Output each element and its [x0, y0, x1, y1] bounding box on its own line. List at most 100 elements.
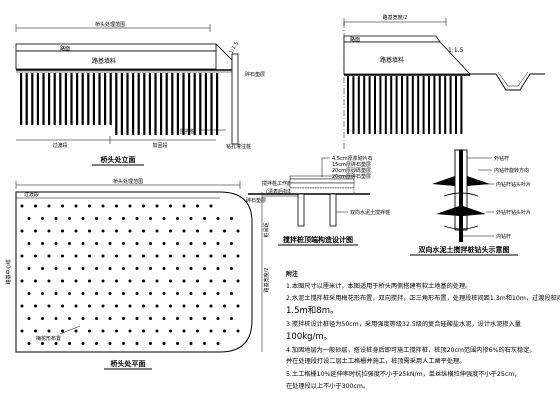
plan-pile-dot — [101, 204, 105, 208]
plan-pile-dot — [74, 229, 78, 233]
plan-pile-dot — [182, 229, 186, 233]
elevation-title: 桥头处立面 — [101, 155, 136, 164]
cross-section-pile — [390, 76, 393, 134]
drill-label: 钻孔灌注桩 — [226, 143, 251, 150]
plan-pile-dot — [189, 342, 193, 345]
plan-pile-dot — [169, 279, 172, 283]
note-line: 并在处理段打设二层土工格栅并施工，桩顶需采用人工凿平处理。 — [286, 357, 465, 365]
plan-pile-dot — [47, 304, 51, 308]
plan-pile-dot — [101, 304, 105, 308]
plan-pile-dot — [95, 342, 98, 345]
plan-pile-dot — [162, 342, 166, 345]
elevation-pile — [98, 73, 101, 125]
plan-pile-dot — [122, 242, 125, 245]
plan-pile-dot — [223, 304, 226, 308]
plan-pile-dot — [149, 267, 152, 270]
plan-pile-dot — [236, 304, 240, 308]
plan-right-label-2: 桩间距 — [263, 222, 270, 237]
plan-pile-dot — [149, 292, 152, 295]
plan-pile-dot — [68, 242, 71, 245]
inner-rod — [459, 150, 463, 242]
cross-section-pile — [379, 76, 382, 134]
plan-pile-dot — [27, 242, 31, 245]
cs-ditch-lining — [497, 71, 529, 87]
plan-pile-dot — [142, 254, 145, 258]
plan-pile-dot — [41, 342, 44, 345]
plan-outline — [15, 191, 253, 353]
plan-pile-dot — [135, 342, 139, 345]
detail-title: 搅拌桩顶端构造设计图 — [283, 235, 353, 244]
plan-pile-dot — [47, 229, 51, 233]
rod-detail-view: 外钻杆 内钻杆旋转方向 内钻杆钻头叶片 外钻杆钻头叶片 内钻杆 双向水泥土搅拌桩… — [410, 149, 531, 256]
plan-pile-dot — [155, 329, 159, 333]
outer-blade-right — [467, 176, 490, 186]
plan-pile-dot — [101, 279, 105, 283]
plan-pile-dot — [20, 279, 24, 283]
plan-pile-dot — [149, 317, 152, 320]
plan-pile-dot — [209, 304, 213, 308]
plan-pile-dot — [20, 204, 24, 208]
cross-section-pile — [406, 76, 409, 134]
plan-pile-dot — [162, 292, 166, 295]
note-line: 2.水泥土搅拌桩采用梅花形布置，双向搅拌，正三角形布置，处理段桩间距1.3m和1… — [286, 294, 560, 302]
plan-pile-dot — [155, 204, 159, 208]
elevation-view: 桥头处理范围 路面 路基填料 1:1.5 碎石垫层 钻孔灌注桩 搅拌桩 过渡段 … — [15, 21, 265, 166]
plan-pile-dot — [196, 254, 199, 258]
elevation-pile — [216, 73, 219, 135]
plan-pile-dot — [47, 204, 51, 208]
plan-pile-dot — [41, 317, 44, 320]
plan-pile-dot — [230, 267, 233, 270]
plan-pile-dot — [68, 217, 71, 220]
plan-pile-dot — [162, 317, 166, 320]
plan-pile-dot — [108, 242, 112, 245]
plan-pile-dot — [230, 292, 233, 295]
plan-pile-dot — [115, 254, 118, 258]
plan-pile-dot — [223, 279, 226, 283]
plan-pile-dot — [27, 292, 31, 295]
plan-pile-dot — [54, 217, 58, 220]
plan-pile-dot — [128, 304, 132, 308]
plan-pile-dot — [108, 317, 112, 320]
plan-pile-dot — [162, 217, 166, 220]
plan-pile-dot — [27, 217, 31, 220]
cs-pavement-label: 路面 — [350, 36, 360, 43]
plan-pile-dot — [88, 229, 91, 233]
drilled-pile — [231, 53, 239, 145]
plan-pile-dot — [182, 329, 186, 333]
cross-section-view: 路基宽度/2 路面 路基填料 1:1.5 — [343, 14, 545, 150]
dim-left-label: 过渡段 — [52, 142, 67, 149]
plan-pile-dot — [122, 292, 125, 295]
plan-pile-dot — [135, 242, 139, 245]
pavement-label: 路面 — [60, 45, 70, 52]
elevation-pile — [104, 73, 107, 125]
plan-pile-dot — [203, 267, 206, 270]
plan-pile-dot — [88, 204, 91, 208]
plan-pile-dot — [216, 217, 220, 220]
plan-pile-dot — [47, 254, 51, 258]
plan-pile-dots — [20, 204, 240, 345]
rod-label-2: 内钻杆旋转方向 — [494, 167, 529, 174]
plan-pile-dot — [176, 217, 179, 220]
plan-pile-dot — [216, 267, 220, 270]
notes-heading: 附注 — [286, 270, 298, 278]
plan-pile-dot — [74, 329, 78, 333]
elevation-pile — [171, 73, 174, 135]
rod-label-3: 内钻杆钻头叶片 — [496, 181, 531, 188]
plan-pile-dot — [68, 317, 71, 320]
plan-pile-dot — [74, 204, 78, 208]
elevation-pile — [154, 73, 157, 135]
detail-bottom-label: 双向水泥土搅拌桩 — [350, 209, 390, 216]
plan-pile-dot — [101, 329, 105, 333]
plan-pile-dot — [34, 254, 37, 258]
detail-pile — [297, 193, 305, 227]
plan-pile-dot — [142, 204, 145, 208]
plan-pile-dot — [149, 217, 152, 220]
elevation-pile — [76, 73, 79, 125]
plan-pile-dot — [27, 317, 31, 320]
plan-pile-dot — [155, 254, 159, 258]
plan-pile-dot — [34, 304, 37, 308]
plan-view: 桥头处理范围 过渡段 路基宽度/2 桩间距 路基中心线 梅花形布置 桥头处平面 — [5, 178, 270, 370]
plan-pile-dot — [81, 217, 85, 220]
plan-pile-dot — [115, 229, 118, 233]
elevation-pile — [20, 73, 23, 125]
